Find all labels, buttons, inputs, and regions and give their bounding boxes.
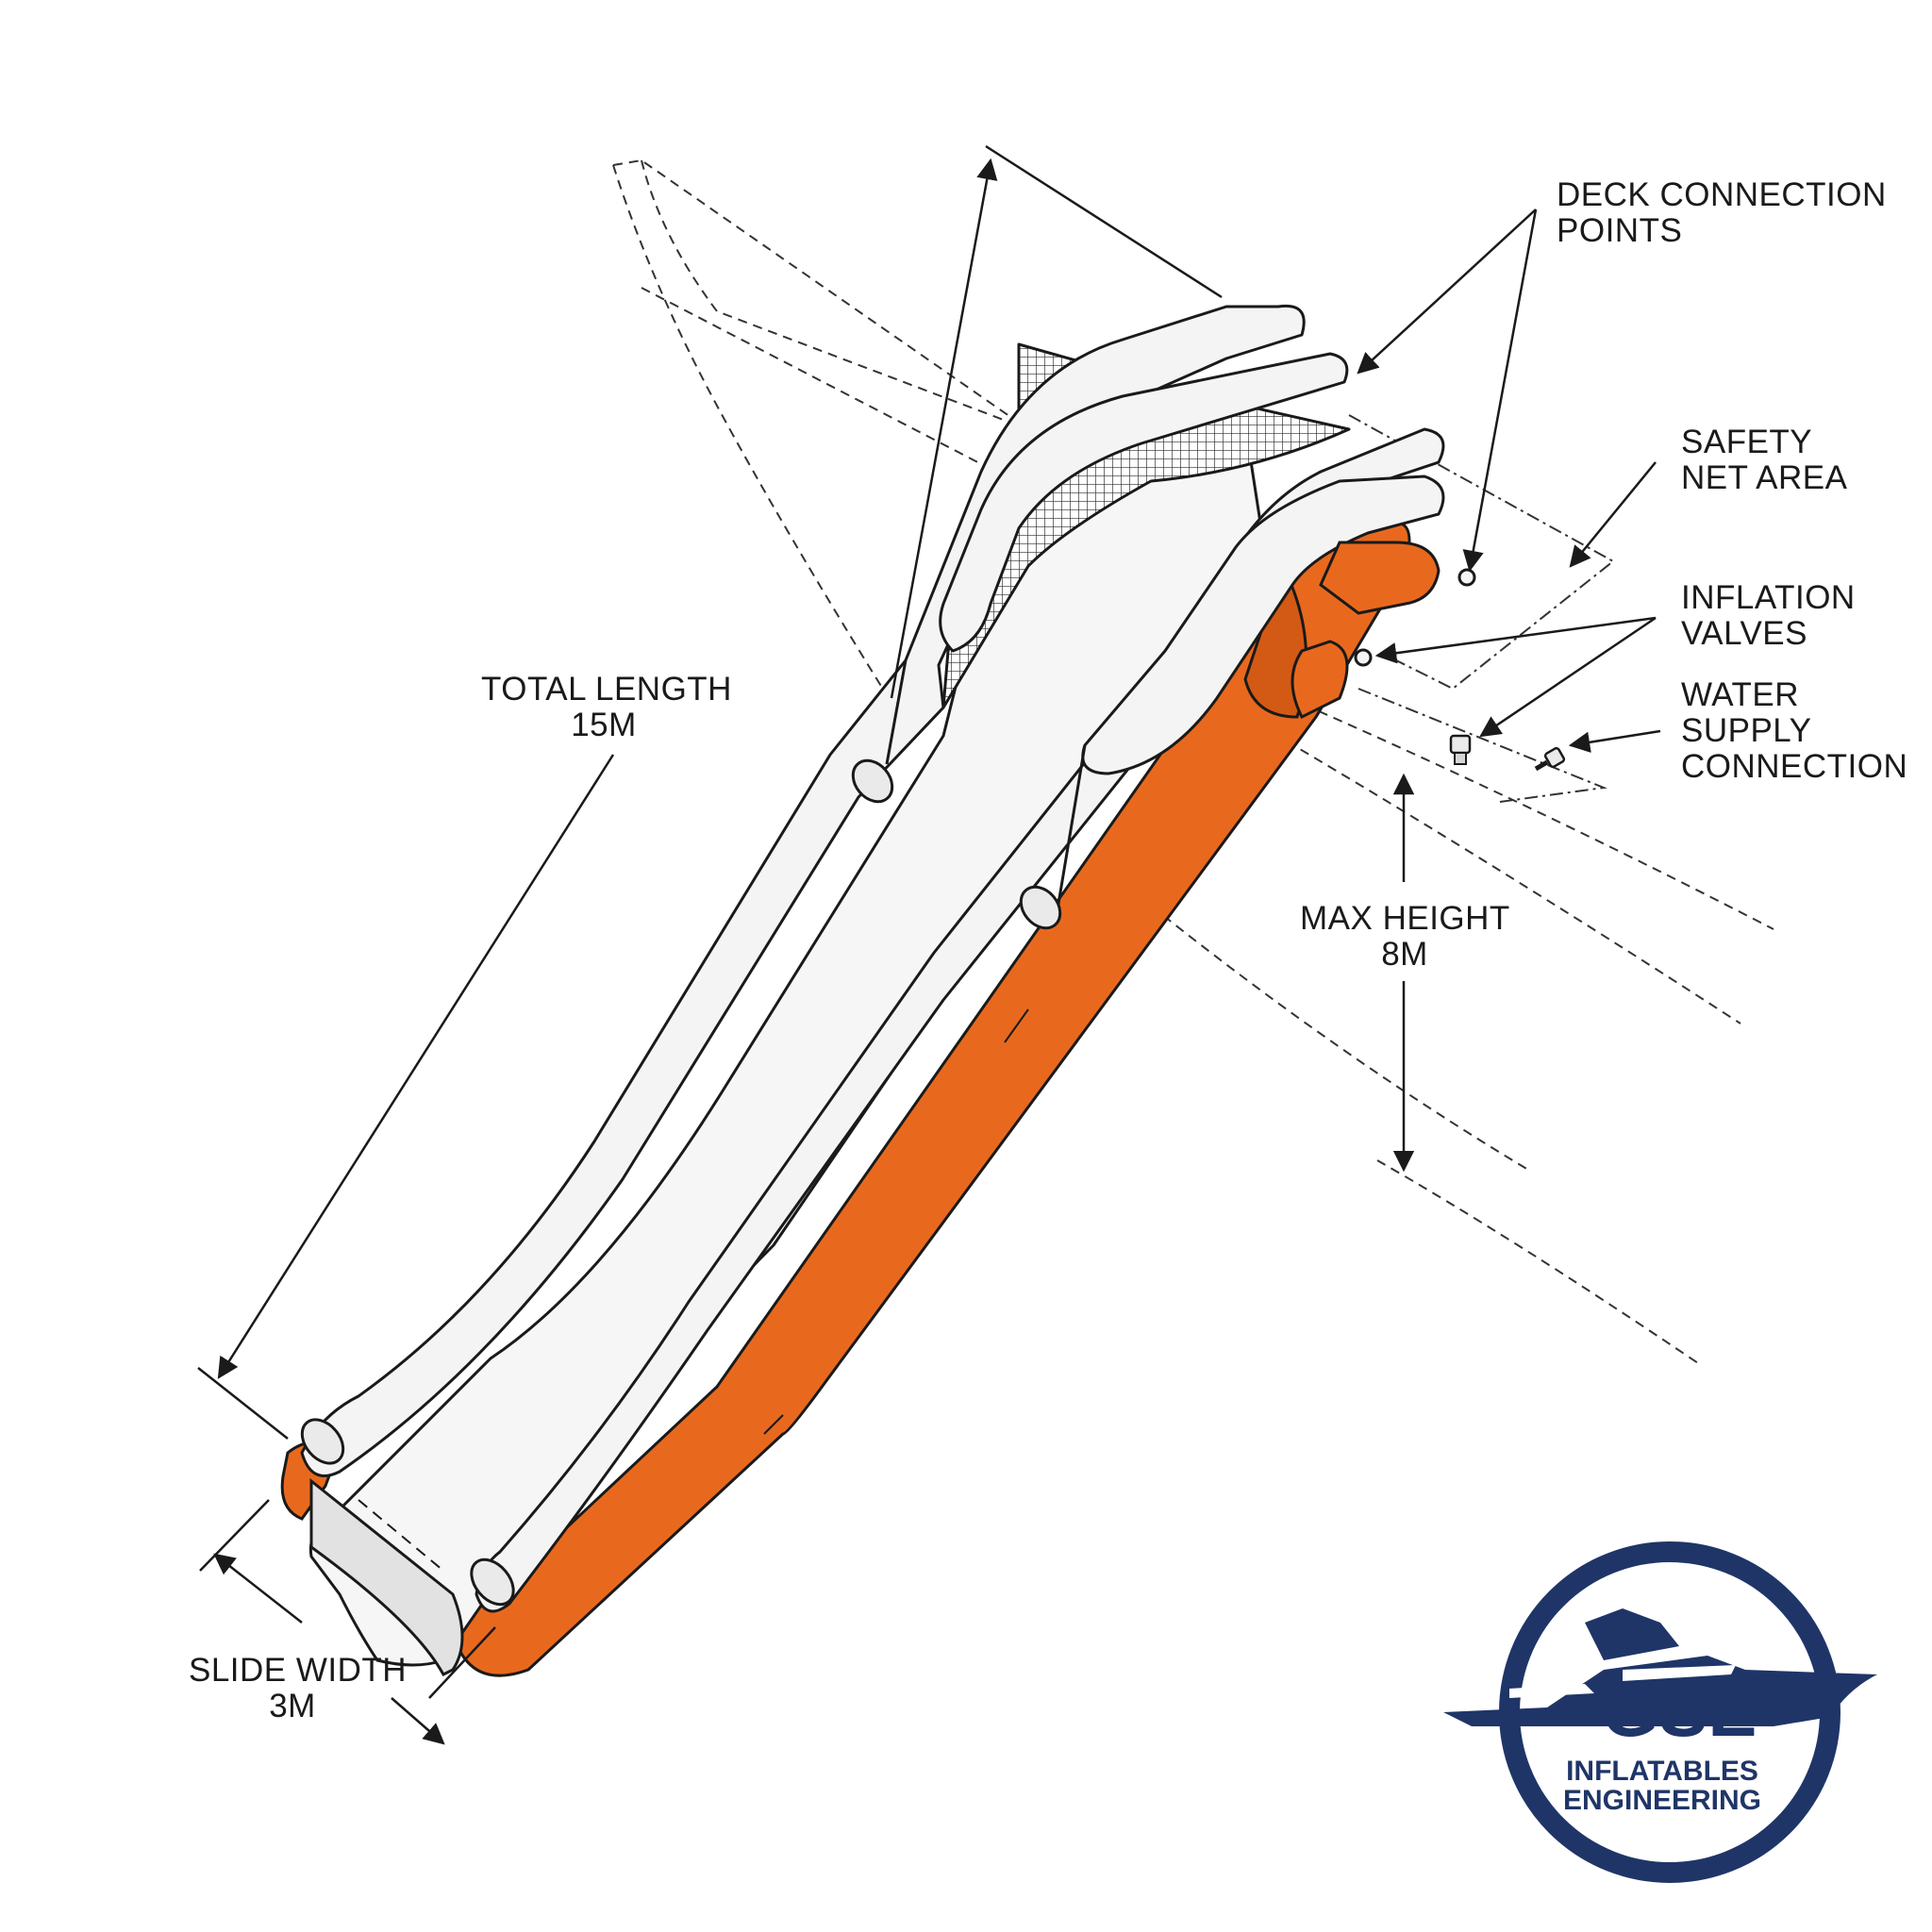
safety-net-label-line1: SAFETY [1681, 424, 1813, 460]
deck-connection-label: DECK CONNECTION POINTS [1557, 177, 1887, 249]
inflation-valve-icon [1449, 734, 1472, 765]
total-length-label-line2: 15M [571, 707, 637, 743]
logo-line2: ENGINEERING [1563, 1785, 1761, 1816]
max-height-label-line2: 8M [1381, 936, 1428, 973]
water-supply-label-line2: SUPPLY [1681, 712, 1812, 749]
left-upper-handrail [851, 352, 1349, 804]
total-length-dimension [197, 144, 1223, 1440]
deck-connection-label-line1: DECK CONNECTION [1557, 176, 1887, 213]
yacht-icon [1443, 1608, 1877, 1726]
slide-surface [308, 421, 1266, 1667]
slide-width-label: SLIDE WIDTH 3M [189, 1652, 408, 1724]
deck-connection-point-icon [1354, 648, 1373, 667]
gse-logo: GSE INFLATABLES ENGINEERING [1443, 1541, 1877, 1883]
inflation-valves-label-line2: VALVES [1681, 615, 1807, 652]
water-supply-leader [1568, 729, 1661, 753]
water-supply-label: WATER SUPPLY CONNECTION [1681, 677, 1907, 785]
deck-connection-point-icon [1457, 568, 1476, 587]
total-length-label: TOTAL LENGTH 15M [481, 671, 732, 743]
logo-line1: INFLATABLES [1566, 1756, 1758, 1787]
max-height-label-line1: MAX HEIGHT [1300, 900, 1510, 937]
slide-width-dimension [199, 1499, 496, 1745]
safety-net-label-line2: NET AREA [1681, 459, 1848, 496]
slide-run-out [309, 1477, 464, 1676]
deck-connection-label-line2: POINTS [1557, 212, 1683, 249]
safety-net-leader [1569, 461, 1657, 568]
water-supply-label-line1: WATER [1681, 676, 1799, 713]
inflation-valves-label: INFLATION VALVES [1681, 580, 1856, 652]
deck-connector [1291, 541, 1441, 720]
water-supply-label-line3: CONNECTION [1681, 748, 1908, 785]
right-upper-handrail [1019, 475, 1445, 930]
inflation-valves-leaders [1374, 616, 1657, 738]
total-length-label-line1: TOTAL LENGTH [481, 671, 732, 708]
slide-width-label-line2: 3M [269, 1688, 316, 1724]
logo-brand: GSE [1602, 1669, 1757, 1752]
safety-net-label: SAFETY NET AREA [1681, 425, 1847, 496]
inflation-valves-label-line1: INFLATION [1681, 579, 1856, 616]
water-supply-connector-icon [1534, 746, 1566, 772]
deck-outline [1357, 688, 1607, 803]
slide-width-label-line1: SLIDE WIDTH [189, 1652, 408, 1689]
safety-net-area-outline [1348, 414, 1615, 691]
deck-connection-leaders [1357, 208, 1538, 573]
max-height-label: MAX HEIGHT 8M [1300, 901, 1509, 973]
